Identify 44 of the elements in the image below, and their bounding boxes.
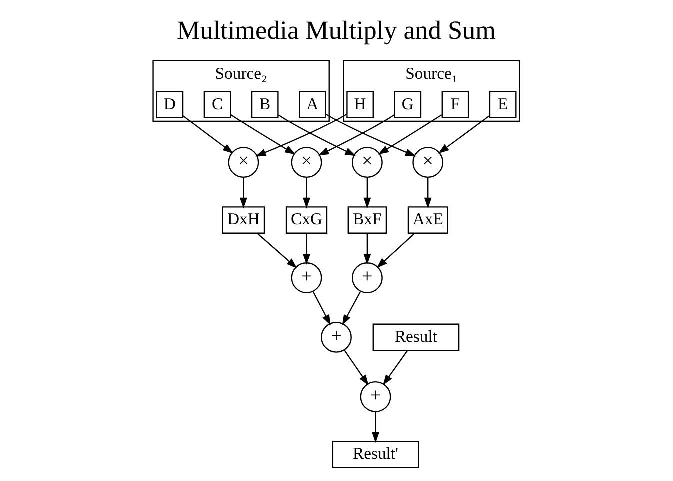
node-box: CxG bbox=[286, 206, 328, 234]
node-box: A bbox=[299, 91, 326, 119]
node-box: AxE bbox=[408, 206, 448, 234]
arrow bbox=[364, 178, 372, 209]
node-circle: + bbox=[291, 262, 322, 294]
arrow bbox=[255, 114, 348, 157]
node-circle: × bbox=[291, 147, 322, 178]
arrow bbox=[344, 350, 369, 386]
node-circle: × bbox=[228, 147, 260, 178]
arrow bbox=[278, 114, 356, 156]
arrow bbox=[364, 234, 372, 265]
arrow bbox=[303, 234, 310, 265]
arrow bbox=[378, 114, 442, 155]
node-circle: + bbox=[321, 322, 352, 353]
node-box: D bbox=[156, 91, 184, 119]
node-box: DxH bbox=[222, 206, 266, 234]
arrow bbox=[424, 178, 432, 209]
node-circle: + bbox=[352, 262, 383, 294]
node-box: F bbox=[442, 91, 470, 119]
node-box: H bbox=[346, 91, 374, 119]
node-box: E bbox=[489, 91, 517, 119]
arrow bbox=[372, 412, 380, 443]
arrow bbox=[376, 233, 416, 268]
node-box: G bbox=[394, 91, 422, 119]
arrow bbox=[312, 292, 331, 326]
arrow bbox=[318, 114, 395, 156]
node-circle: × bbox=[412, 147, 444, 178]
node-circle: + bbox=[360, 381, 392, 412]
arrow bbox=[240, 178, 248, 209]
node-box: C bbox=[204, 91, 232, 119]
node-box: B bbox=[251, 91, 279, 119]
node-box: Result' bbox=[332, 440, 420, 468]
arrow bbox=[342, 292, 362, 326]
arrow bbox=[326, 114, 416, 157]
diagram-title: Multimedia Multiply and Sum bbox=[177, 16, 496, 45]
arrow bbox=[230, 114, 296, 155]
node-box: BxF bbox=[348, 206, 388, 234]
arrow bbox=[383, 350, 408, 386]
node-circle: × bbox=[352, 147, 383, 178]
arrow bbox=[256, 233, 298, 269]
node-box: Result bbox=[372, 324, 460, 352]
arrow bbox=[303, 178, 310, 209]
arrow bbox=[438, 115, 490, 154]
arrow bbox=[182, 115, 234, 154]
